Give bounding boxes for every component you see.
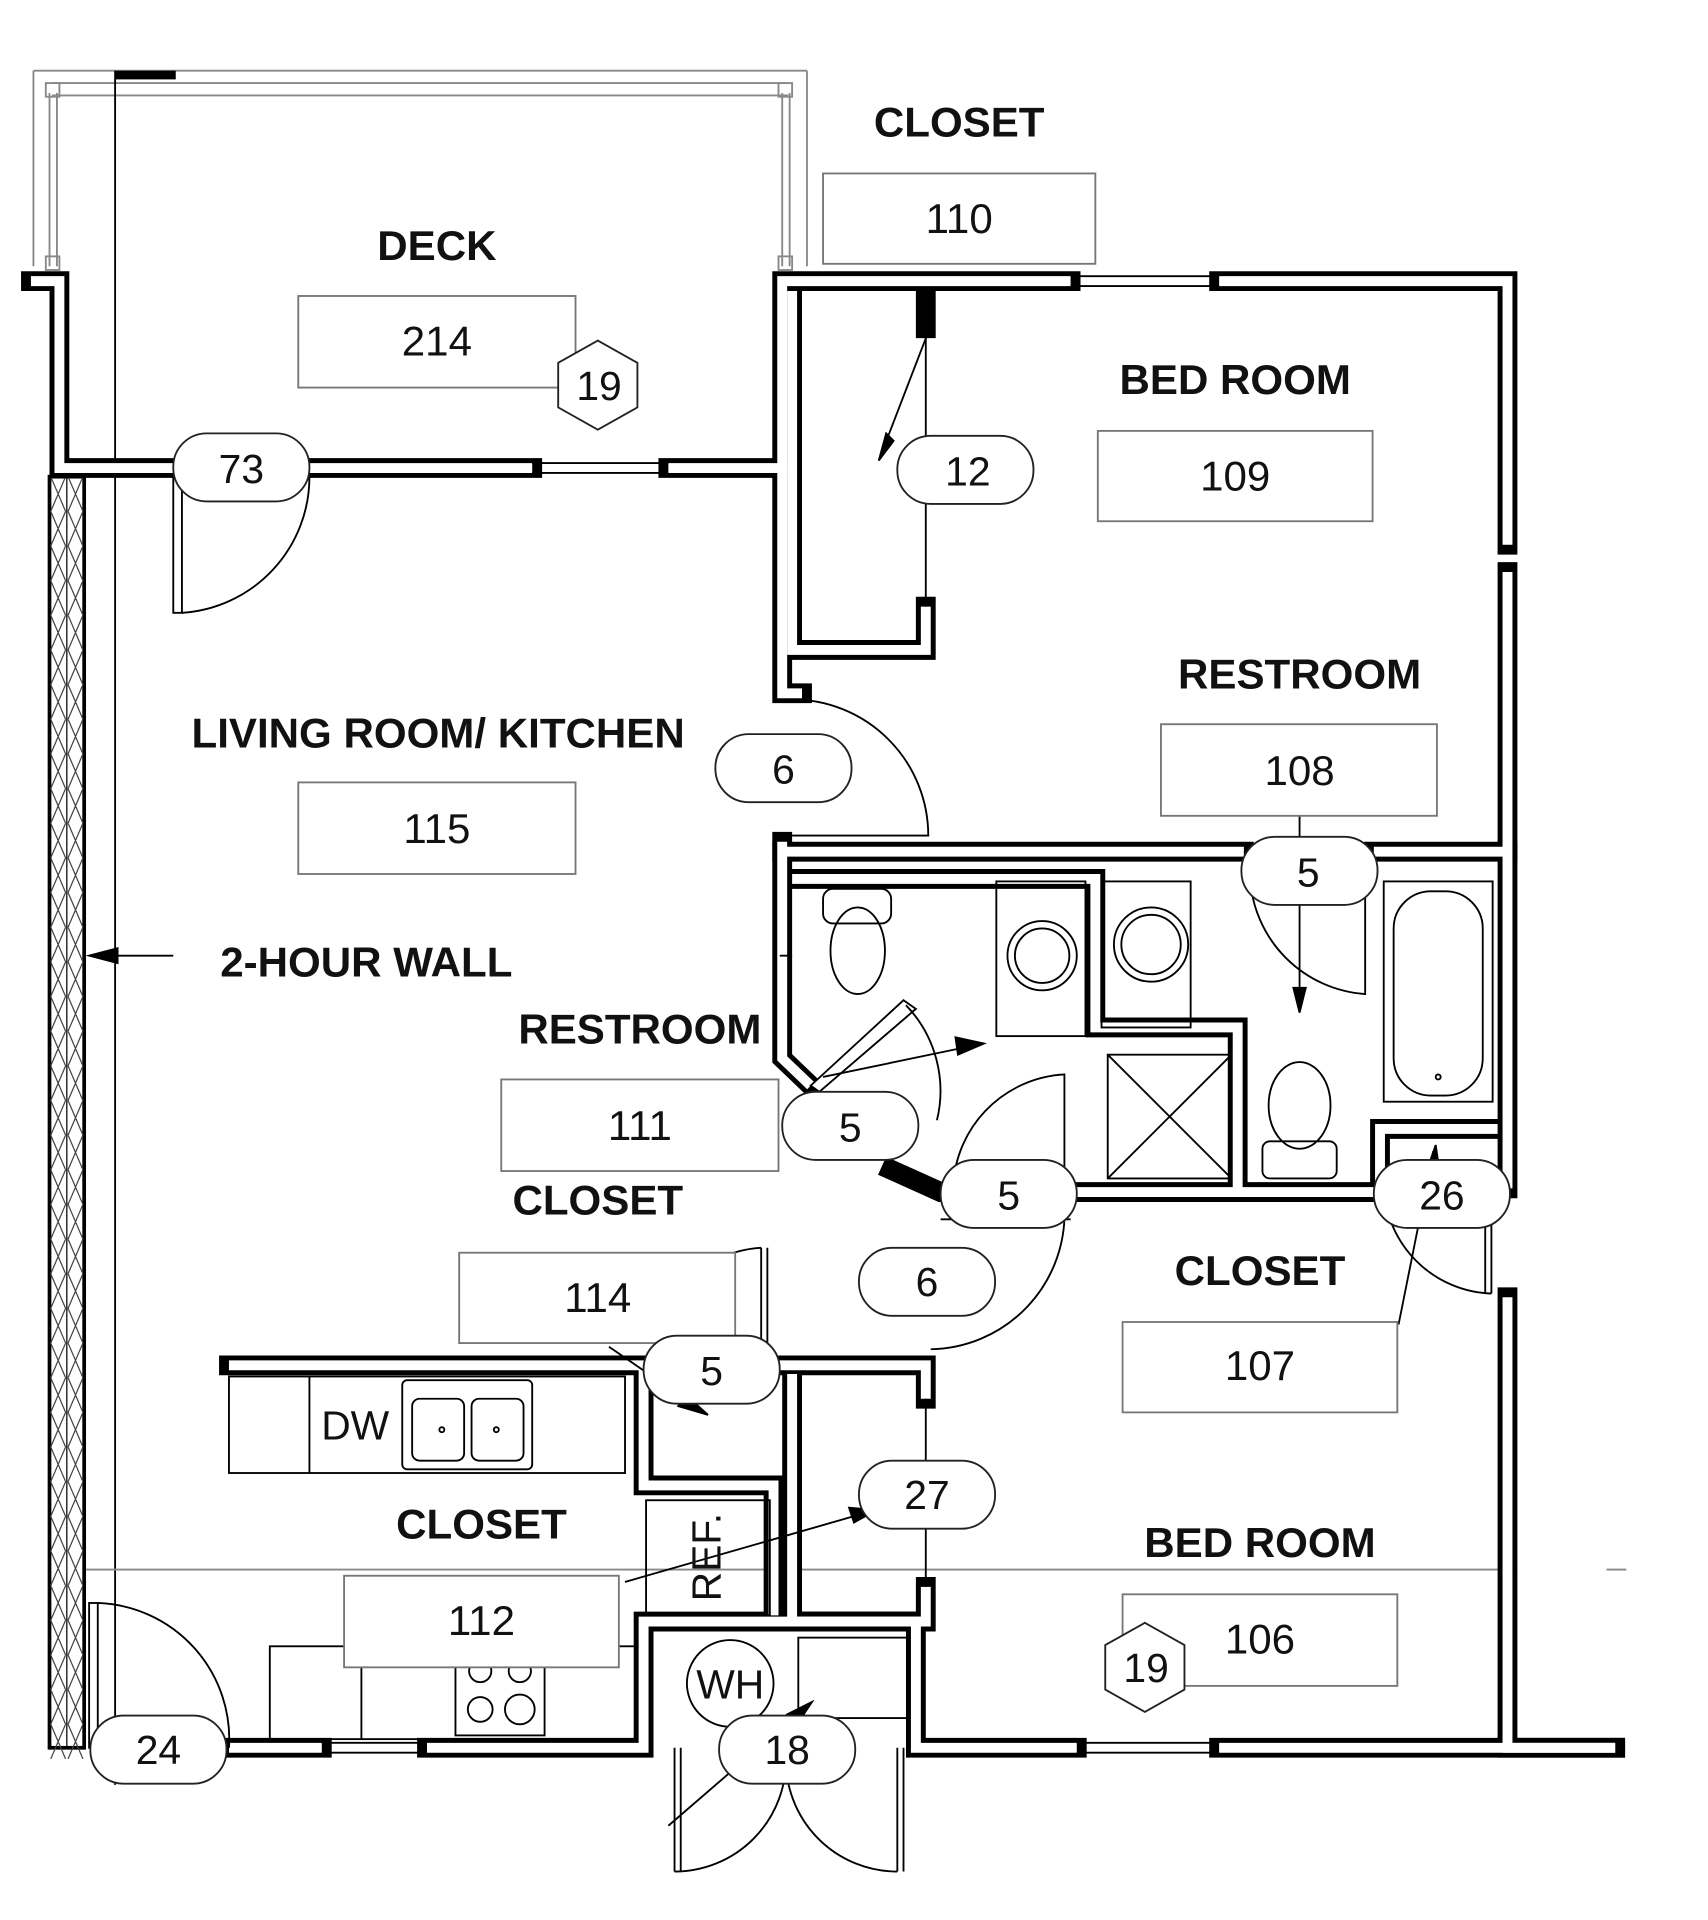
refrigerator-label: REF. [683, 1513, 729, 1601]
room-name-closet-110: CLOSET [874, 98, 1045, 145]
door-tag: 26 [1419, 1172, 1464, 1218]
fixtures [85, 880, 1494, 1741]
room-name-restroom-108: RESTROOM [1178, 650, 1421, 697]
door-tag: 27 [904, 1472, 949, 1518]
door-tag: 5 [1297, 849, 1320, 895]
door-tag: 5 [700, 1348, 723, 1394]
room-number-111: 111 [608, 1102, 672, 1149]
deck-railing [32, 69, 808, 271]
door-tag: 6 [916, 1259, 939, 1305]
room-name-bedroom-106: BED ROOM [1144, 1519, 1375, 1566]
room-number-112: 112 [448, 1597, 515, 1644]
door-tag: 12 [945, 448, 990, 494]
room-number-114: 114 [564, 1274, 631, 1321]
room-name-deck: DECK [377, 222, 496, 269]
room-name-closet-112: CLOSET [396, 1501, 567, 1548]
door-tag: 5 [997, 1172, 1020, 1218]
hex-tag: 19 [1123, 1645, 1168, 1691]
hex-tag: 19 [576, 363, 621, 409]
room-number-108: 108 [1264, 747, 1334, 794]
door-tag: 24 [136, 1727, 181, 1773]
room-name-living-kitchen: LIVING ROOM/ KITCHEN [192, 710, 685, 757]
room-number-boxes [297, 172, 1438, 1687]
room-name-restroom-111: RESTROOM [518, 1006, 761, 1053]
room-name-closet-107: CLOSET [1175, 1247, 1346, 1294]
room-number-115: 115 [403, 805, 470, 852]
walls [21, 271, 1626, 1758]
door-tag-shapes [89, 339, 1511, 1785]
room-number-110: 110 [926, 195, 993, 242]
door-tag: 18 [764, 1727, 809, 1773]
room-number-106: 106 [1225, 1616, 1295, 1663]
two-hour-wall [47, 474, 87, 1760]
door-tag: 6 [772, 747, 795, 793]
door-tag: 73 [219, 446, 264, 492]
room-name-bedroom-109: BED ROOM [1119, 356, 1350, 403]
room-number-214: 214 [402, 317, 472, 364]
room-number-107: 107 [1225, 1342, 1295, 1389]
room-number-109: 109 [1200, 452, 1270, 499]
water-heater-label: WH [696, 1661, 764, 1707]
room-name-closet-114: CLOSET [512, 1176, 683, 1223]
dishwasher-label: DW [321, 1403, 389, 1449]
wall-note: 2-HOUR WALL [220, 939, 512, 986]
door-tag: 5 [839, 1104, 862, 1150]
